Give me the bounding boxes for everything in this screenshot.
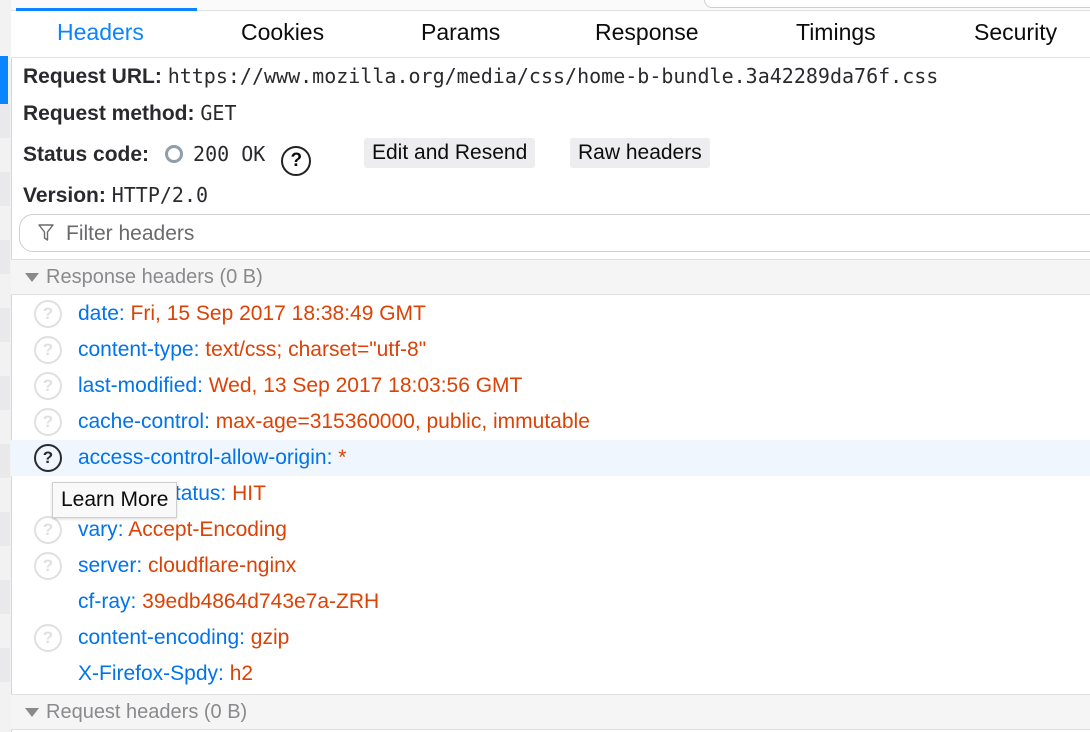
learn-more-tooltip: Learn More bbox=[52, 482, 178, 518]
help-icon[interactable]: ? bbox=[34, 408, 62, 436]
response-headers-section[interactable]: Response headers (0 B) bbox=[11, 259, 1090, 295]
header-name: content-encoding bbox=[78, 626, 240, 649]
request-method-value: GET bbox=[200, 101, 237, 125]
status-circle-icon bbox=[165, 145, 184, 163]
request-method-row: Request method: GET bbox=[23, 101, 236, 126]
help-icon[interactable]: ? bbox=[281, 146, 312, 176]
header-value: 39edb4864d743e7a-ZRH bbox=[142, 590, 380, 613]
header-name: X-Firefox-Spdy bbox=[78, 662, 219, 685]
tab-response[interactable]: Response bbox=[595, 19, 699, 45]
expand-triangle-icon bbox=[25, 273, 39, 282]
request-headers-section[interactable]: Request headers (0 B) bbox=[11, 694, 1090, 730]
header-value: Fri, 15 Sep 2017 18:38:49 GMT bbox=[130, 302, 426, 325]
help-icon[interactable]: ? bbox=[34, 624, 62, 652]
header-row: ? last-modified: Wed, 13 Sep 2017 18:03:… bbox=[11, 368, 1090, 404]
left-panel-edge bbox=[0, 0, 12, 732]
header-value: gzip bbox=[250, 626, 290, 649]
status-code-row: Status code: 200 OK? bbox=[23, 142, 312, 176]
header-row-hovered: ? access-control-allow-origin: * bbox=[11, 440, 1090, 476]
tab-params[interactable]: Params bbox=[421, 19, 501, 45]
header-name: cache-control bbox=[78, 410, 205, 433]
help-icon[interactable]: ? bbox=[34, 336, 62, 364]
request-headers-title: Request headers (0 B) bbox=[46, 701, 248, 723]
header-row: X-Firefox-Spdy: h2 bbox=[78, 662, 254, 685]
version-label: Version: bbox=[23, 184, 106, 207]
request-method-label: Request method: bbox=[23, 102, 195, 125]
header-value: max-age=315360000, public, immutable bbox=[215, 410, 590, 433]
header-value: text/css; charset="utf-8" bbox=[205, 338, 427, 361]
version-row: Version: HTTP/2.0 bbox=[23, 183, 208, 208]
help-icon[interactable]: ? bbox=[34, 552, 62, 580]
header-value: Accept-Encoding bbox=[128, 518, 287, 541]
request-url-row: Request URL: https://www.mozilla.org/med… bbox=[23, 64, 938, 89]
help-icon[interactable]: ? bbox=[34, 372, 62, 400]
tab-security[interactable]: Security bbox=[974, 19, 1058, 45]
response-headers-title: Response headers (0 B) bbox=[46, 266, 263, 288]
status-code-value: 200 OK bbox=[193, 142, 266, 166]
status-code-label: Status code: bbox=[23, 143, 150, 166]
search-box-edge[interactable] bbox=[704, 0, 1090, 8]
header-row: ? date: Fri, 15 Sep 2017 18:38:49 GMT bbox=[11, 296, 1090, 332]
help-icon[interactable]: ? bbox=[34, 300, 62, 328]
tab-timings[interactable]: Timings bbox=[796, 19, 876, 45]
help-icon[interactable]: ? bbox=[34, 516, 62, 544]
header-row: cf-ray: 39edb4864d743e7a-ZRH bbox=[78, 590, 380, 613]
details-tab-bar: Headers Cookies Params Response Timings … bbox=[11, 11, 1090, 58]
header-name: server bbox=[78, 554, 137, 577]
filter-headers-box bbox=[19, 214, 1090, 252]
header-name: content-type bbox=[78, 338, 194, 361]
selected-request-indicator bbox=[0, 56, 8, 104]
header-value: cloudflare-nginx bbox=[148, 554, 297, 577]
header-name: vary bbox=[78, 518, 118, 541]
filter-headers-input[interactable] bbox=[64, 219, 968, 249]
header-value: h2 bbox=[229, 662, 254, 685]
header-value: * bbox=[338, 446, 347, 469]
header-row: ? server: cloudflare-nginx bbox=[11, 548, 1090, 584]
header-name: date bbox=[78, 302, 119, 325]
tab-headers[interactable]: Headers bbox=[57, 19, 144, 45]
edit-resend-button[interactable]: Edit and Resend bbox=[364, 138, 536, 168]
request-url-label: Request URL: bbox=[23, 65, 162, 88]
header-value: HIT bbox=[232, 482, 266, 505]
header-row: ? cache-control: max-age=315360000, publ… bbox=[11, 404, 1090, 440]
header-row: ? content-encoding: gzip bbox=[11, 620, 1090, 656]
header-value: Wed, 13 Sep 2017 18:03:56 GMT bbox=[208, 374, 523, 397]
header-row: ? vary: Accept-Encoding bbox=[11, 512, 1090, 548]
version-value: HTTP/2.0 bbox=[111, 183, 209, 207]
raw-headers-button[interactable]: Raw headers bbox=[570, 138, 710, 168]
toolbar-edge bbox=[11, 0, 1090, 11]
tab-cookies[interactable]: Cookies bbox=[241, 19, 325, 45]
expand-triangle-icon bbox=[25, 708, 39, 717]
filter-icon bbox=[38, 224, 54, 241]
request-url-value: https://www.mozilla.org/media/css/home-b… bbox=[167, 64, 939, 88]
header-row: ? content-type: text/css; charset="utf-8… bbox=[11, 332, 1090, 368]
help-icon[interactable]: ? bbox=[34, 444, 62, 472]
header-name: cf-ray bbox=[78, 590, 131, 613]
active-tab-indicator bbox=[16, 8, 197, 11]
header-name: access-control-allow-origin bbox=[78, 446, 327, 469]
header-name: last-modified bbox=[78, 374, 198, 397]
